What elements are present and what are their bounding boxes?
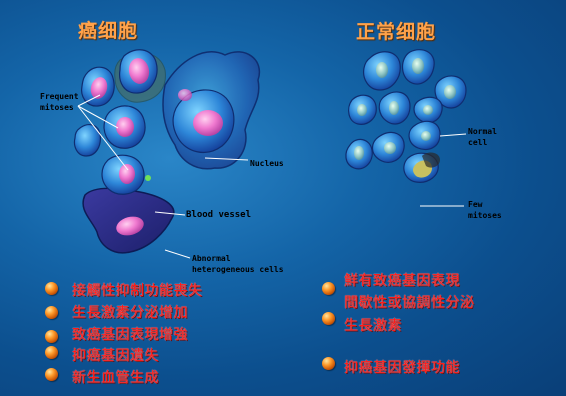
normal-cell-label: Normal cell: [468, 126, 497, 148]
list-item: 抑癌基因遺失: [72, 348, 159, 364]
list-item: 生長激素分泌增加: [72, 305, 188, 321]
list-item: 間歇性或協調性分泌: [344, 295, 475, 311]
bullet-icon: [45, 368, 58, 381]
few-mitoses-label: Few mitoses: [468, 199, 502, 221]
list-item: 鮮有致癌基因表現: [344, 273, 460, 289]
blood-vessel-label: Blood vessel: [186, 210, 251, 221]
normal-cell-cluster: [346, 50, 466, 183]
normal-cell-title: 正常细胞: [356, 17, 436, 44]
cancer-cell-title: 癌细胞: [78, 16, 138, 43]
frequent-mitoses-label: Frequent mitoses: [40, 91, 79, 113]
bullet-icon: [322, 282, 335, 295]
cancer-cell-cluster: [74, 50, 259, 253]
bullet-icon: [45, 346, 58, 359]
bullet-icon: [45, 330, 58, 343]
list-item: 生長激素: [344, 318, 402, 334]
list-item: 接觸性抑制功能喪失: [72, 283, 203, 299]
list-item: 致癌基因表現增強: [72, 327, 188, 343]
list-item: 抑癌基因發揮功能: [344, 360, 460, 376]
bullet-icon: [45, 282, 58, 295]
bullet-icon: [322, 312, 335, 325]
bullet-icon: [322, 357, 335, 370]
abnormal-cells-label: Abnormal heterogeneous cells: [192, 253, 284, 275]
bullet-icon: [45, 306, 58, 319]
list-item: 新生血管生成: [72, 370, 159, 386]
nucleus-label: Nucleus: [250, 158, 284, 169]
